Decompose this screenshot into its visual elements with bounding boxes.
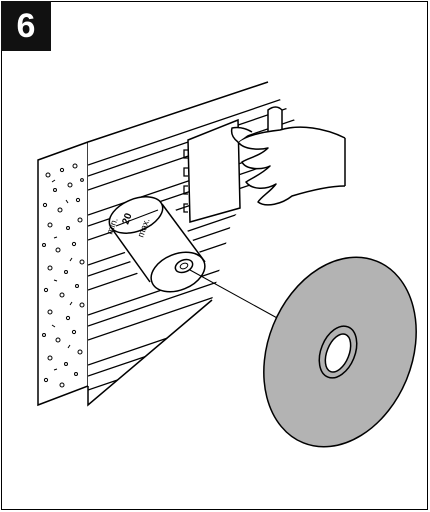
step-number-badge: 6 <box>1 1 51 51</box>
hand <box>230 126 346 206</box>
textured-wall <box>37 140 89 407</box>
wall-roller: min. 20 max. <box>104 196 206 293</box>
disc <box>263 256 417 448</box>
roller-label-size: 20 <box>120 211 134 226</box>
